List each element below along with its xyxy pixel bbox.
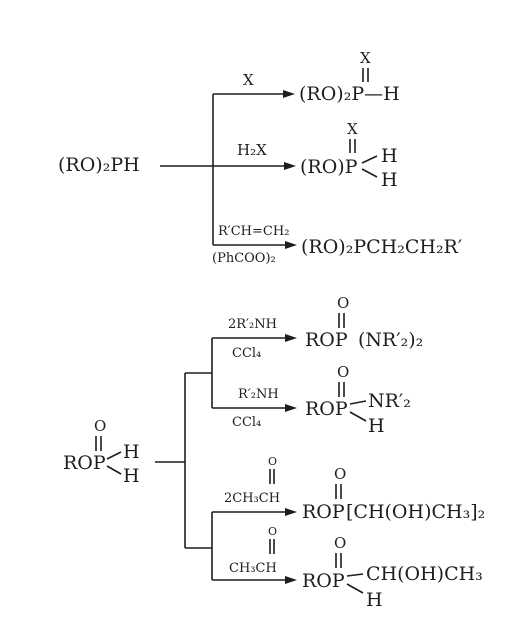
product-2-bond-h <box>349 411 367 422</box>
product-1-o: O <box>337 294 349 312</box>
product-3-left: ROP <box>302 501 345 523</box>
reagent-3: 2CH₃CH <box>224 491 280 506</box>
reactant-dialkyl-phosphite: (RO)₂PH <box>58 154 140 176</box>
reagent-3-o: O <box>268 455 277 468</box>
product-b: (RO)P <box>300 156 358 178</box>
product-1-right: (NR′₂)₂ <box>358 329 423 351</box>
product-b-h2: H <box>381 169 398 191</box>
product-3-o: O <box>334 465 346 483</box>
product-4-o: O <box>334 534 346 552</box>
product-a-x: X <box>360 49 371 67</box>
reagent-peroxide: (PhCOO)₂ <box>212 251 276 266</box>
reactant-h1: H <box>123 441 140 463</box>
reagent-h2x: H₂X <box>237 141 267 159</box>
bond-b-h2 <box>361 168 378 178</box>
product-2-h: H <box>368 415 385 437</box>
product-4-left: ROP <box>302 570 345 592</box>
product-4-right: CH(OH)CH₃ <box>366 563 483 585</box>
product-2-bond-n <box>349 400 367 405</box>
product-4-bond-h <box>346 583 364 594</box>
product-2-left: ROP <box>305 398 348 420</box>
product-3-right: [CH(OH)CH₃]₂ <box>346 501 485 523</box>
arrow-head-2 <box>285 404 297 412</box>
bond-b-h1 <box>361 155 378 164</box>
scheme-2: ROP O H H 2R′₂NH CCl₄ ROP (NR′₂)₂ O R′₂N… <box>63 294 485 611</box>
product-b-h1: H <box>381 145 398 167</box>
arrow-head-a <box>283 90 295 98</box>
reactant-bond-h2 <box>106 465 122 475</box>
product-4-bond-c <box>346 573 364 577</box>
arrow-head-1 <box>285 334 297 342</box>
arrow-head-b <box>284 162 296 170</box>
reagent-alkene: R′CH=CH₂ <box>218 224 289 239</box>
reactant-h2: H <box>123 465 140 487</box>
reagent-1b: CCl₄ <box>232 346 261 361</box>
product-4-h: H <box>366 589 383 611</box>
arrow-head-4 <box>285 576 297 584</box>
arrow-head-c <box>285 241 297 249</box>
product-2-right: NR′₂ <box>368 390 411 412</box>
reagent-4: CH₃CH <box>229 561 277 576</box>
arrow-head-3 <box>285 508 297 516</box>
reactant-alkyl-phosphite: ROP <box>63 452 106 474</box>
reactant-bond-h1 <box>106 451 122 460</box>
reagent-4-o: O <box>268 525 277 538</box>
product-a: (RO)₂P—H <box>299 83 400 105</box>
reactant-o: O <box>94 417 106 435</box>
product-2-o: O <box>337 363 349 381</box>
reagent-1a: 2R′₂NH <box>228 317 277 332</box>
reagent-2b: CCl₄ <box>232 415 261 430</box>
reagent-2a: R′₂NH <box>238 387 279 402</box>
product-1-left: ROP <box>305 329 348 351</box>
product-c: (RO)₂PCH₂CH₂R′ <box>301 236 462 258</box>
product-b-x: X <box>347 120 358 138</box>
scheme-1: (RO)₂PH X (RO)₂P—H X H₂X (RO)P X H H R′C… <box>58 49 462 266</box>
reagent-x: X <box>243 71 254 89</box>
